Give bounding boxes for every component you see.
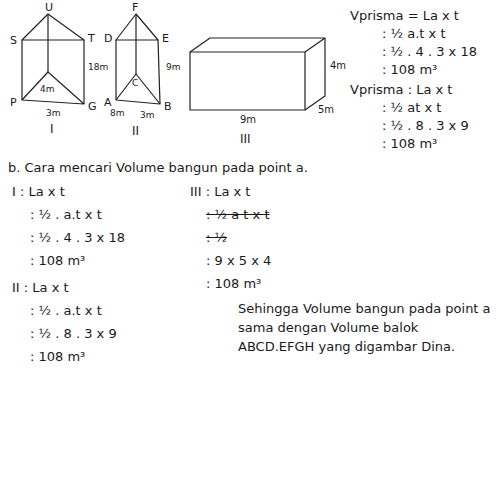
prism-edge: [135, 14, 136, 74]
vertex-letter: F: [132, 1, 138, 14]
dimension: 5m: [318, 104, 334, 116]
prism-edge: [47, 14, 48, 72]
formula-line: : 108 m³: [30, 349, 85, 365]
figure-number: I: [50, 122, 54, 136]
formula-line: : 108 m³: [206, 276, 261, 292]
cuboid-side: [305, 38, 325, 110]
vertex-letter: U: [45, 1, 53, 14]
vertex-letter: B: [164, 100, 172, 113]
vertex-letter: C: [132, 78, 138, 89]
dimension: 4m: [330, 60, 346, 72]
vertex-letter: T: [88, 32, 95, 45]
formula-line: : ½ . a.t x t: [30, 303, 102, 319]
formula-line: : 9 x 5 x 4: [206, 253, 271, 269]
vertex-letter: P: [10, 96, 17, 109]
formula-line: II : La x t: [12, 280, 69, 296]
formula-line: : 108 m³: [382, 136, 437, 152]
question-heading: b. Cara mencari Volume bangun pada point…: [8, 160, 308, 176]
crossed-out: : ½: [206, 230, 227, 246]
formula-line: : ½ . 8 . 3 x 9: [30, 326, 117, 342]
dimension: 3m: [46, 108, 61, 119]
vertex-letter: S: [10, 34, 17, 47]
formula-line: : 108 m³: [30, 253, 85, 269]
cuboid-top: [190, 38, 325, 52]
formula-line: : ½ . 4 . 3 x 18: [30, 230, 125, 246]
dimension: 9m: [166, 62, 181, 73]
formula-line: Vprisma : La x t: [350, 82, 452, 98]
prism-edge: [158, 40, 160, 104]
prism-base: [116, 74, 160, 104]
dimension: 8m: [110, 108, 125, 119]
prism-top: [116, 14, 158, 40]
formula-line: III : La x t: [190, 184, 250, 200]
formula-line: : ½ . 4 . 3 x 18: [382, 44, 477, 60]
prism-top: [22, 14, 84, 40]
formula-line: : ½ a.t x t: [382, 26, 446, 42]
dimension: 18m: [88, 62, 108, 73]
cuboid-front: [190, 52, 305, 110]
formula-line: : ½ . 8 . 3 x 9: [382, 118, 469, 134]
dimension: 3m: [140, 110, 155, 121]
formula-line: Vprisma = La x t: [350, 8, 459, 24]
figure-number: III: [240, 132, 251, 146]
figure-number: II: [132, 124, 139, 138]
formula-line: : 108 m³: [382, 62, 437, 78]
formula-line: I : La x t: [12, 184, 65, 200]
dimension: 4m: [40, 84, 55, 95]
vertex-letter: D: [104, 32, 112, 45]
dimension: 9m: [240, 114, 256, 126]
formula-line: : ½ at x t: [382, 100, 441, 116]
crossed-out: : ½ a t x t: [206, 207, 270, 223]
formula-line: : ½ . a.t x t: [30, 207, 102, 223]
prism-edge: [21, 40, 22, 100]
vertex-letter: A: [104, 96, 112, 109]
prism-base: [22, 72, 84, 104]
conclusion-text: Sehingga Volume bangun pada point a sama…: [238, 300, 493, 357]
prism-edge: [83, 40, 84, 104]
prism-edge: [115, 40, 116, 100]
vertex-letter: E: [162, 32, 169, 45]
vertex-letter: G: [88, 100, 97, 113]
